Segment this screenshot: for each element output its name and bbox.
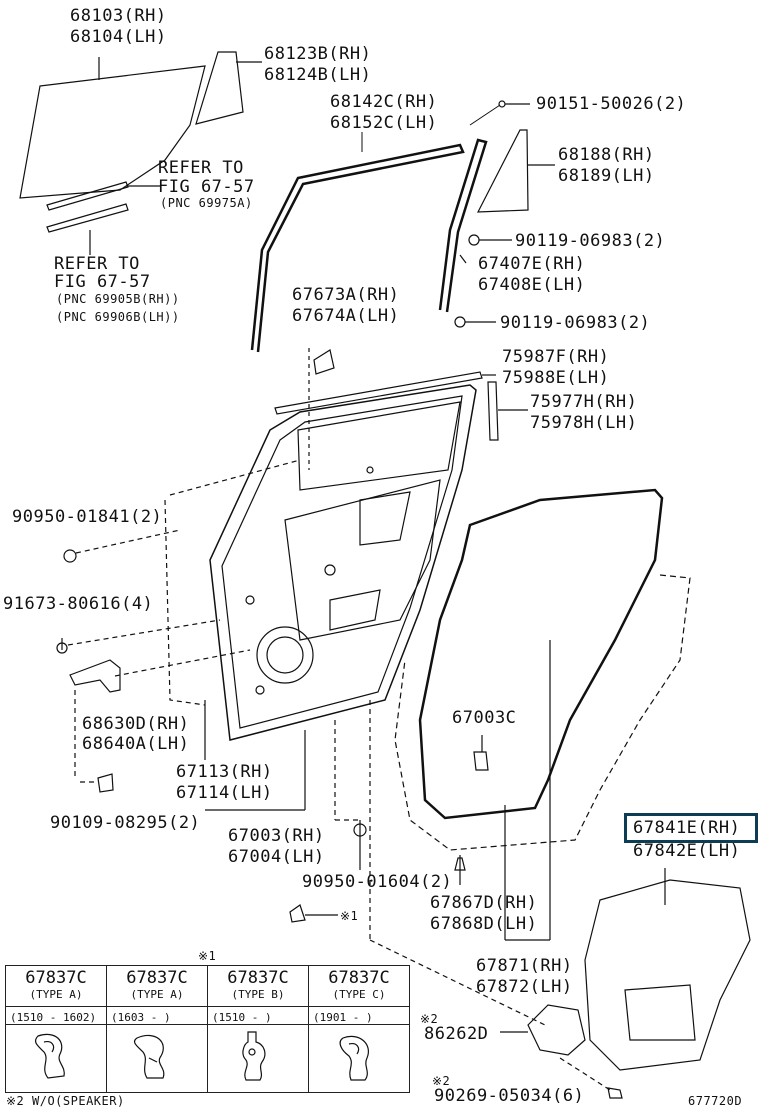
clip-type-a-icon: [34, 1033, 65, 1079]
check-part-number-rh: 68630D(RH): [82, 714, 190, 734]
speaker-cover-part-number: 86262D: [424, 1024, 489, 1044]
highlight-box: [624, 813, 758, 843]
refer2-line1: REFER TO: [54, 254, 140, 274]
sash-outline-drawing: [394, 574, 691, 851]
clip-type-b-icon: [242, 1031, 266, 1081]
variant-type: (TYPE A): [29, 988, 83, 1001]
clip-reference-mark: ※1: [340, 909, 359, 923]
refer2-line3: (PNC 69905B(RH)): [56, 292, 180, 306]
glass-part-number-rh: 68103(RH): [70, 6, 167, 26]
run-channel-drawing: [250, 132, 465, 353]
corner-piece-drawing: [476, 129, 555, 213]
door-panel-drawing: [164, 384, 477, 741]
moulding-part-number-rh: 75987F(RH): [502, 347, 610, 367]
variant-column: 67837C (TYPE A) (1510 - 1602): [6, 966, 107, 1092]
bolt-lower-part-number: 90119-06983(2): [500, 313, 651, 333]
weatherstrip-part-number-rh: 67871(RH): [476, 956, 573, 976]
variant-part-number: 67837C: [25, 968, 87, 988]
division-bar-drawing: [438, 104, 501, 313]
refer1-line2: FIG 67-57: [158, 177, 255, 197]
trim-board-part-number-lh: 67842E(LH): [633, 841, 741, 861]
variant-column: 67837C (TYPE C) (1901 - ): [309, 966, 409, 1092]
variant-type: (TYPE C): [332, 988, 386, 1001]
panel-seal-part-number-rh: 67113(RH): [176, 762, 273, 782]
screw-bottom-mark: ※2: [432, 1074, 451, 1088]
door-glass-drawing: [19, 57, 206, 199]
pillar-garnish-part-number-rh: 75977H(RH): [530, 392, 638, 412]
variant-column: 67837C (TYPE B) (1510 - ): [208, 966, 309, 1092]
quarter-glass-drawing: [195, 51, 262, 125]
trim-clip-part-number-rh: 67867D(RH): [430, 893, 538, 913]
belt-weatherstrip-drawing: [308, 348, 335, 470]
footnote: ※2 W/O(SPEAKER): [6, 1094, 125, 1108]
moulding-part-number-lh: 75988E(LH): [502, 368, 610, 388]
weatherstrip-drawing: [418, 488, 664, 820]
table-mark: ※1: [198, 949, 217, 963]
screw-top-part-number: 90151-50026(2): [536, 94, 687, 114]
variant-dates: (1510 - ): [212, 1011, 272, 1024]
clip-type-a-icon: [133, 1034, 165, 1079]
weatherstrip-part-number-lh: 67872(LH): [476, 977, 573, 997]
variant-dates: (1603 - ): [111, 1011, 171, 1024]
left-clips-drawing: [56, 529, 251, 793]
trim-board-part-number-rh[interactable]: 67841E(RH): [633, 818, 741, 838]
corner-piece-part-number-rh: 68188(RH): [558, 145, 655, 165]
glass-part-number-lh: 68104(LH): [70, 27, 167, 47]
variant-part-number: 67837C: [328, 968, 390, 988]
leader-lines: [204, 640, 551, 1026]
moulding-drawing: [274, 371, 528, 441]
refer1-line3: (PNC 69975A): [160, 196, 253, 210]
clip2-part-number: 90950-01604(2): [302, 872, 453, 892]
belt-strip-drawing: [46, 181, 160, 255]
weatherstrip-clip-drawing: [473, 735, 489, 771]
division-bar-part-number-lh: 67408E(LH): [478, 275, 586, 295]
screw-bottom-part-number: 90269-05034(6): [434, 1086, 585, 1106]
clip1-part-number: 90950-01841(2): [12, 507, 163, 527]
division-bar-part-number-rh: 67407E(RH): [478, 254, 586, 274]
trim-clip-part-number-lh: 67868D(LH): [430, 914, 538, 934]
variant-part-number: 67837C: [227, 968, 289, 988]
belt-weatherstrip-part-number-rh: 67673A(RH): [292, 285, 400, 305]
belt-weatherstrip-part-number-lh: 67674A(LH): [292, 306, 400, 326]
check-part-number-lh: 68640A(LH): [82, 734, 190, 754]
door-panel-part-number-rh: 67003(RH): [228, 826, 325, 846]
variant-type: (TYPE A): [130, 988, 184, 1001]
speaker-cover-drawing: [500, 1004, 623, 1099]
refer1-line1: REFER TO: [158, 158, 244, 178]
weatherstrip-clip-part-number: 67003C: [452, 708, 517, 728]
variant-table: 67837C (TYPE A) (1510 - 1602) 67837C (TY…: [5, 965, 410, 1093]
panel-seal-part-number-lh: 67114(LH): [176, 783, 273, 803]
diagram-code: 677720D: [688, 1094, 743, 1108]
refer2-line2: FIG 67-57: [54, 272, 151, 292]
bolt-upper-part-number: 90119-06983(2): [515, 231, 666, 251]
bolt-check-part-number: 90109-08295(2): [50, 813, 201, 833]
clip-type-c-icon: [339, 1035, 369, 1081]
quarter-glass-part-number-rh: 68123B(RH): [264, 44, 372, 64]
trim-board-drawing: [584, 868, 751, 1071]
variant-part-number: 67837C: [126, 968, 188, 988]
variant-type: (TYPE B): [231, 988, 285, 1001]
quarter-glass-part-number-lh: 68124B(LH): [264, 65, 372, 85]
variant-dates: (1901 - ): [313, 1011, 373, 1024]
pillar-garnish-part-number-lh: 75978H(LH): [530, 413, 638, 433]
speaker-cover-mark: ※2: [420, 1012, 439, 1026]
refer2-line4: (PNC 69906B(LH)): [56, 310, 180, 324]
run-channel-part-number-lh: 68152C(LH): [330, 113, 438, 133]
bolts-drawing: [454, 100, 530, 328]
variant-dates: (1510 - 1602): [10, 1011, 97, 1024]
corner-piece-part-number-lh: 68189(LH): [558, 166, 655, 186]
door-panel-part-number-lh: 67004(LH): [228, 847, 325, 867]
run-channel-part-number-rh: 68142C(RH): [330, 92, 438, 112]
variant-column: 67837C (TYPE A) (1603 - ): [107, 966, 208, 1092]
bolt-hinge-part-number: 91673-80616(4): [3, 594, 154, 614]
